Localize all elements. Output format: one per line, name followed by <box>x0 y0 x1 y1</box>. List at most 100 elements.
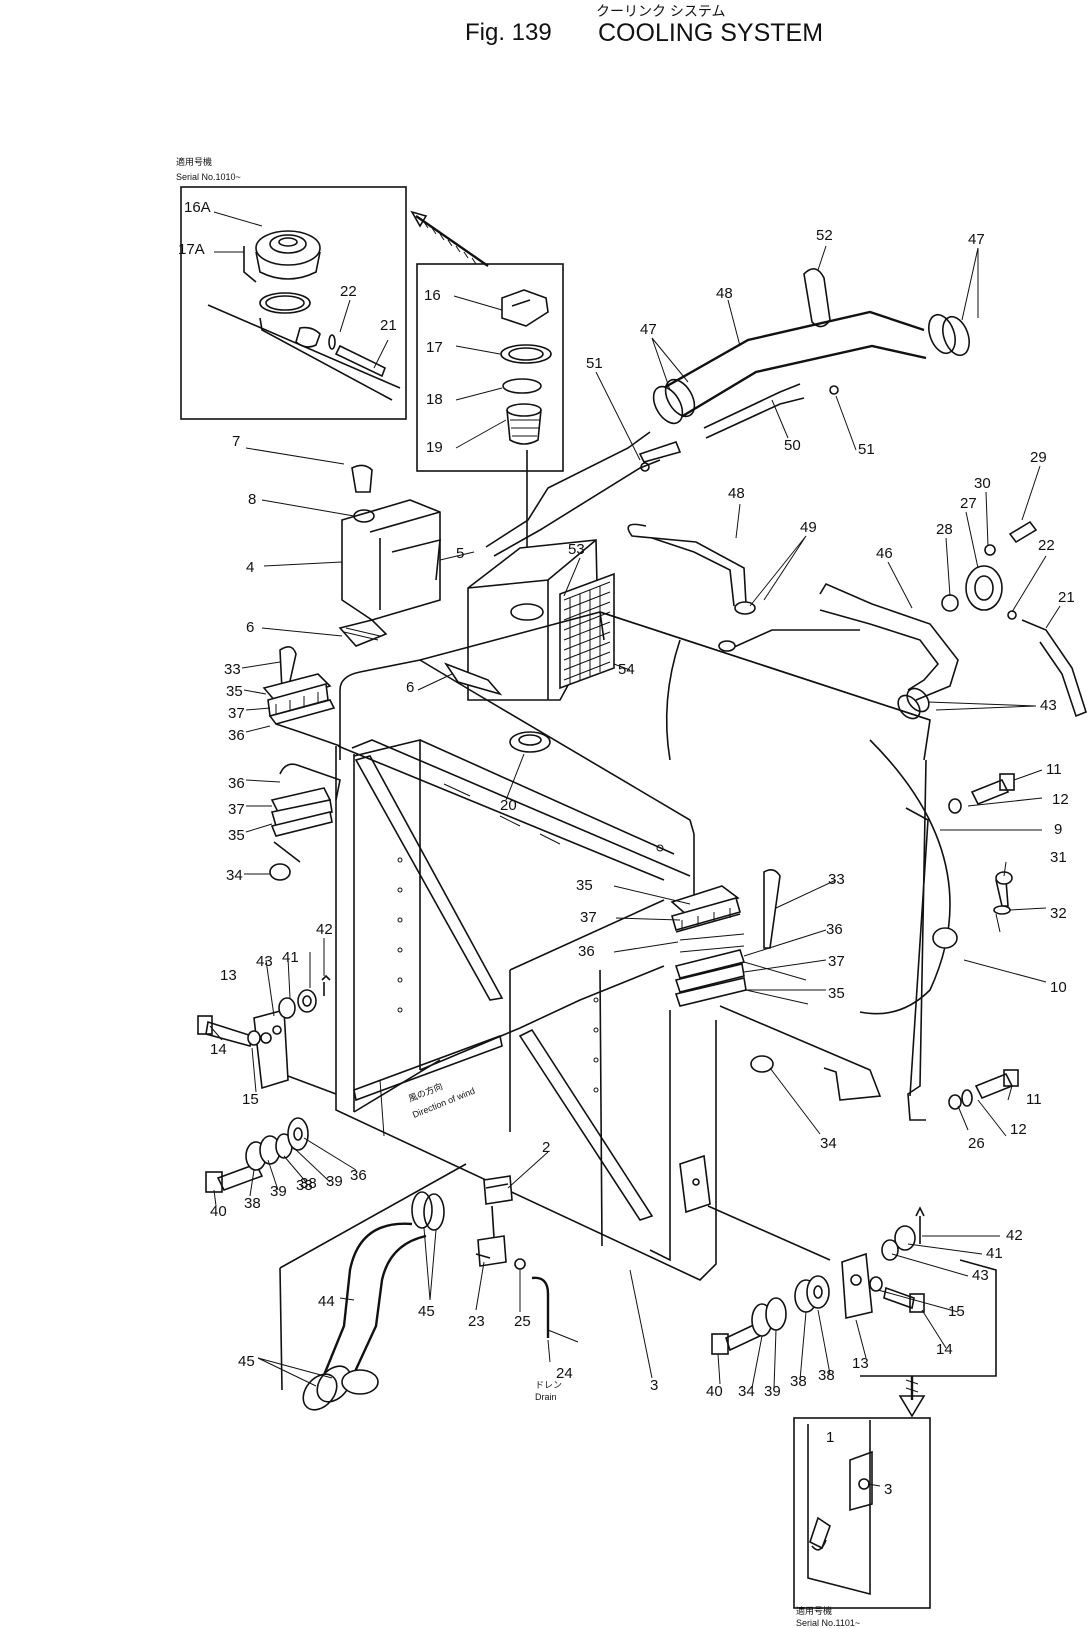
part-label-34: 34 <box>226 867 243 884</box>
part-label-36: 36 <box>826 921 843 938</box>
part-label-36: 36 <box>578 943 595 960</box>
part-label-35: 35 <box>228 827 245 844</box>
gasket-shape <box>259 292 311 314</box>
part-label-50: 50 <box>784 437 801 454</box>
part-label-22: 22 <box>340 283 357 300</box>
inset-serial-label: Serial No.1010~ <box>176 172 241 182</box>
part-label-25: 25 <box>514 1313 531 1330</box>
part-label-39: 39 <box>270 1183 287 1200</box>
part-label-26: 26 <box>968 1135 985 1152</box>
part-label-7: 7 <box>232 433 240 450</box>
part-label-14: 14 <box>936 1341 953 1358</box>
part-label-31: 31 <box>1050 849 1067 866</box>
inset-frame <box>180 186 407 420</box>
part-label-3: 3 <box>884 1481 892 1498</box>
inset-serial-label-bottom: Serial No.1101~ <box>796 1618 860 1628</box>
part-label-16: 16 <box>424 287 441 304</box>
part-label-41: 41 <box>282 949 299 966</box>
inset-serial-1010: 適用号機 Serial No.1010~ <box>176 156 407 420</box>
drain-valve <box>475 1175 550 1338</box>
inset-serial-1101: 適用号機 Serial No.1101~ <box>793 1376 931 1628</box>
part-label-33: 33 <box>224 661 241 678</box>
part-label-39: 39 <box>326 1173 343 1190</box>
part-label-2: 2 <box>542 1139 550 1156</box>
part-label-43: 43 <box>1040 697 1057 714</box>
part-label-34: 34 <box>820 1135 837 1152</box>
part-label-45: 45 <box>238 1353 255 1370</box>
center-mount-stack <box>670 868 809 1073</box>
drain-jp: ドレン <box>535 1380 562 1390</box>
part-label-41: 41 <box>986 1245 1003 1262</box>
part-label-38: 38 <box>818 1367 835 1384</box>
part-label-38: 38 <box>296 1177 313 1194</box>
part-label-6: 6 <box>406 679 414 696</box>
lower-hose <box>279 1163 467 1411</box>
part-label-48: 48 <box>728 485 745 502</box>
part-label-44: 44 <box>318 1293 335 1310</box>
part-label-1: 1 <box>826 1429 834 1446</box>
part-label-38: 38 <box>300 1175 317 1192</box>
inset-filler-parts <box>416 263 564 596</box>
part-label-53: 53 <box>568 541 585 558</box>
part-label-36: 36 <box>350 1167 367 1184</box>
part-label-37: 37 <box>228 705 245 722</box>
part-label-20: 20 <box>500 797 517 814</box>
part-label-3: 3 <box>650 1377 658 1394</box>
part-label-46: 46 <box>876 545 893 562</box>
radiator-frame <box>335 611 951 1281</box>
frame-bolts <box>397 844 664 1093</box>
part-label-33: 33 <box>828 871 845 888</box>
part-label-39: 39 <box>764 1383 781 1400</box>
part-label-40: 40 <box>210 1203 227 1220</box>
part-label-18: 18 <box>426 391 443 408</box>
part-label-51: 51 <box>586 355 603 372</box>
figure-number: Fig. 139 <box>465 19 552 46</box>
part-label-24: 24 <box>556 1365 573 1382</box>
part-label-54: 54 <box>618 661 635 678</box>
part-label-12: 12 <box>1010 1121 1027 1138</box>
part-label-37: 37 <box>580 909 597 926</box>
part-label-17a: 17A <box>178 241 205 258</box>
bracket-assembly <box>338 464 441 647</box>
part-label-9: 9 <box>1054 821 1062 838</box>
part-label-48: 48 <box>716 285 733 302</box>
part-label-38: 38 <box>244 1195 261 1212</box>
part-label-37: 37 <box>228 801 245 818</box>
part-label-49: 49 <box>800 519 817 536</box>
part-label-12: 12 <box>1052 791 1069 808</box>
part-label-43: 43 <box>972 1267 989 1284</box>
part-label-42: 42 <box>316 921 333 938</box>
part-label-35: 35 <box>226 683 243 700</box>
hatched-arrow <box>415 215 489 267</box>
part-label-30: 30 <box>974 475 991 492</box>
left-lower-hardware <box>197 974 337 1095</box>
part-label-8: 8 <box>248 491 256 508</box>
part-label-15: 15 <box>242 1091 259 1108</box>
part-label-6: 6 <box>246 619 254 636</box>
part-label-11: 11 <box>1026 1091 1042 1108</box>
part-label-40: 40 <box>706 1383 723 1400</box>
part-label-5: 5 <box>456 545 464 562</box>
surge-tank <box>467 539 615 701</box>
part-label-11: 11 <box>1046 761 1062 778</box>
left-bolt-stack <box>205 1117 309 1193</box>
part-label-47: 47 <box>640 321 657 338</box>
part-label-16a: 16A <box>184 199 211 216</box>
part-label-36: 36 <box>228 775 245 792</box>
part-label-52: 52 <box>816 227 833 244</box>
inset-serial-jp: 適用号機 <box>176 156 212 167</box>
drain-label: Drain <box>535 1392 557 1402</box>
part-label-32: 32 <box>1050 905 1067 922</box>
part-label-29: 29 <box>1030 449 1047 466</box>
part-label-15: 15 <box>948 1303 965 1320</box>
part-label-47: 47 <box>968 231 985 248</box>
part-label-17: 17 <box>426 339 443 356</box>
part-label-22: 22 <box>1038 537 1055 554</box>
part-label-35: 35 <box>828 985 845 1002</box>
part-label-21: 21 <box>380 317 397 334</box>
part-label-37: 37 <box>828 953 845 970</box>
part-label-27: 27 <box>960 495 977 512</box>
part-label-51: 51 <box>858 441 875 458</box>
